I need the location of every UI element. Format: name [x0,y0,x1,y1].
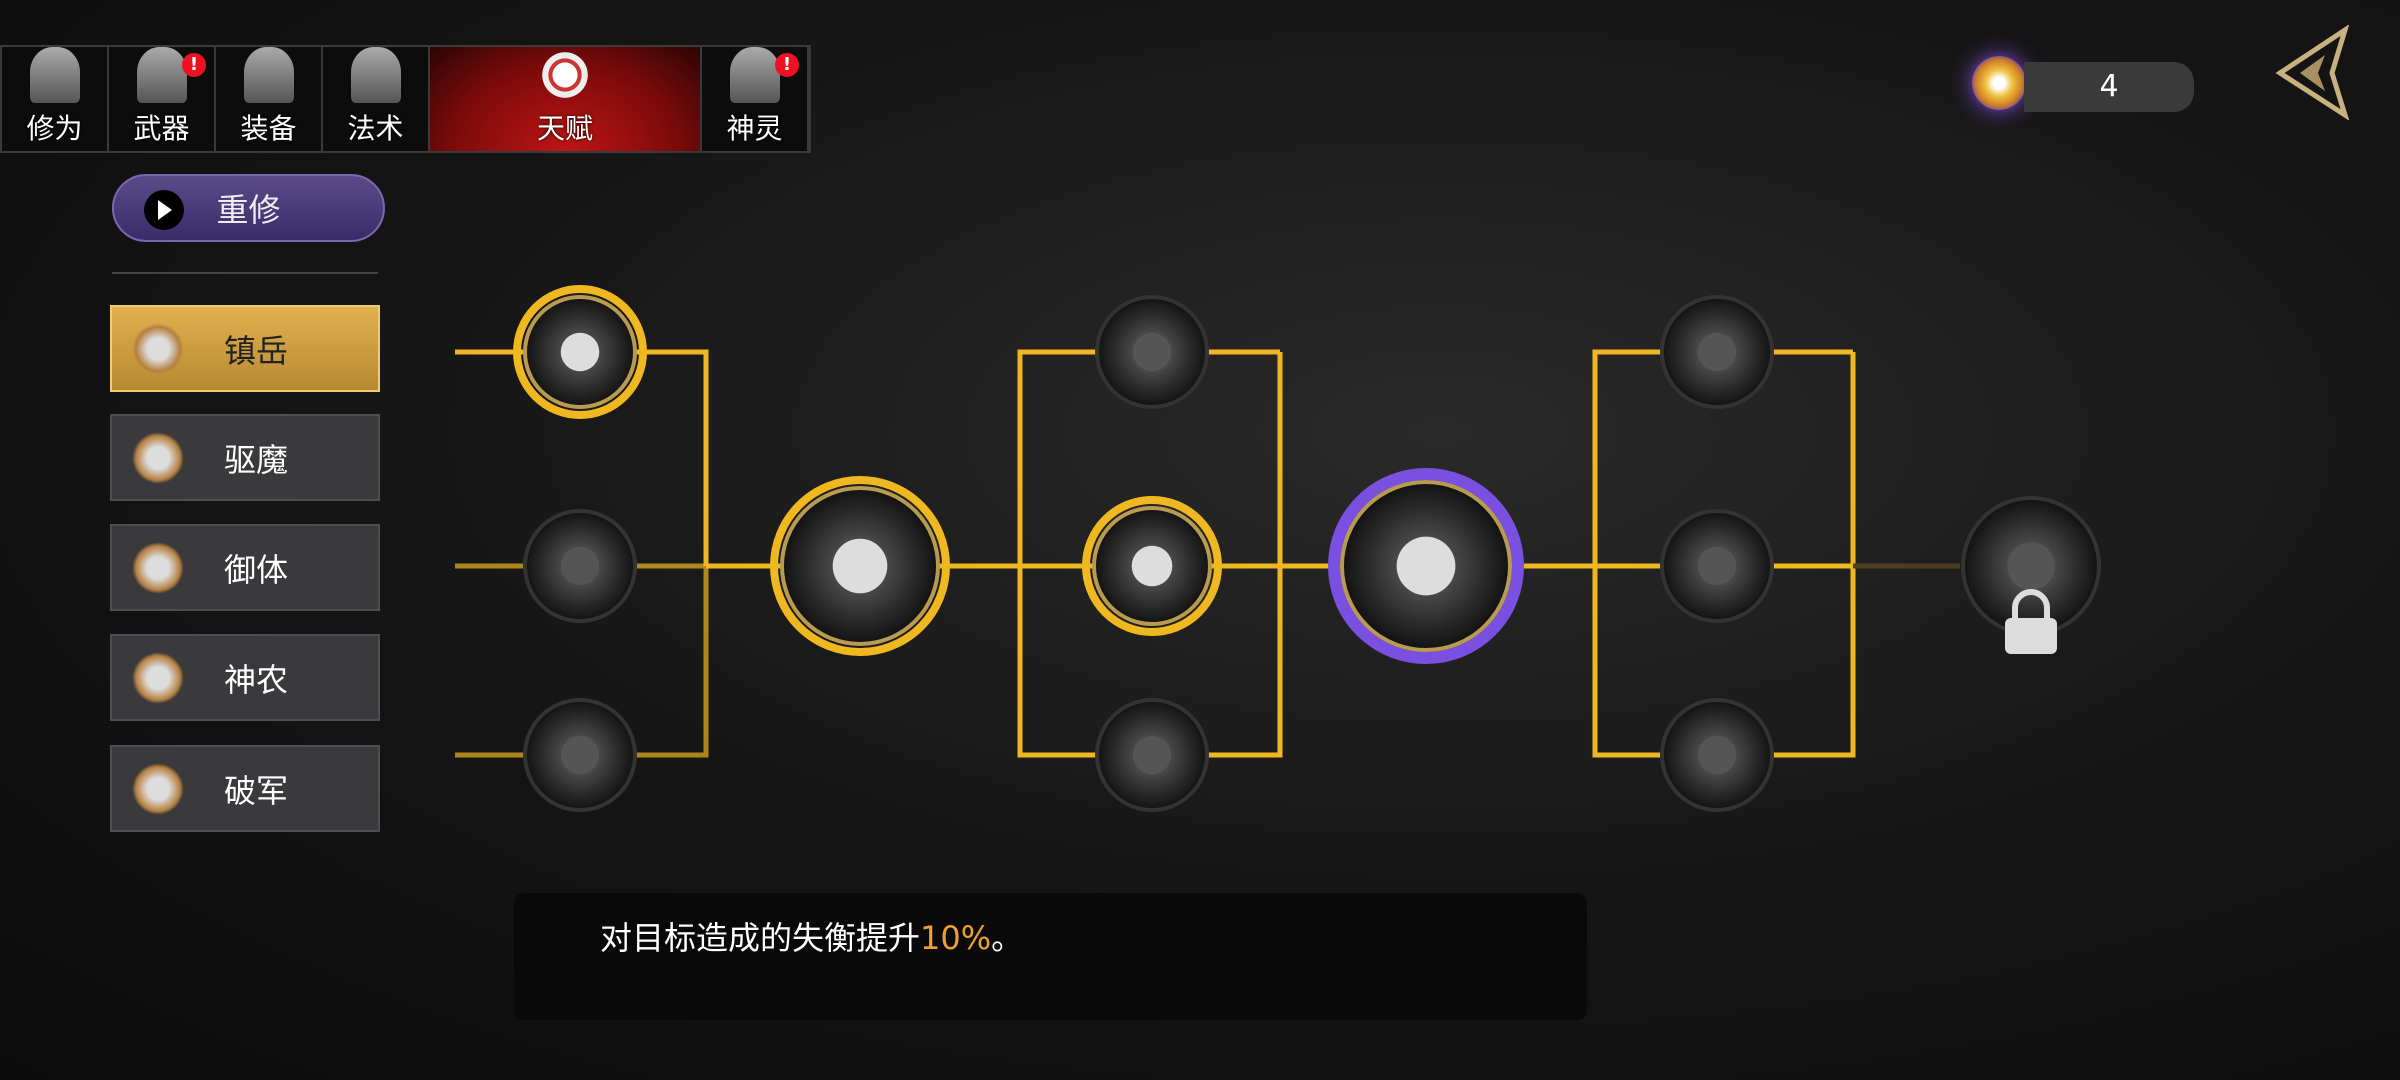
tab-label: 天赋 [536,112,593,145]
school-label: 镇岳 [224,331,289,370]
tab-0[interactable]: 修为 [2,47,109,151]
talent-description: 对目标造成的失衡提升10%。 [514,893,1587,1020]
back-arrow-icon[interactable] [2270,25,2360,120]
cultivation-figure-icon [29,47,80,103]
school-emblem-icon [132,541,184,594]
school-label: 神农 [224,660,289,699]
tab-1[interactable]: 武器! [109,47,216,151]
tab-label: 武器 [133,112,190,145]
robe-icon [243,47,294,103]
talent-node[interactable] [1095,698,1209,812]
tab-2[interactable]: 装备 [216,47,323,151]
talent-skill-icon [1396,536,1456,596]
talent-node[interactable] [523,509,637,623]
talent-skill-icon [1132,735,1172,775]
talent-node[interactable] [1082,496,1222,636]
talent-school-1[interactable]: 驱魔 [110,414,380,501]
talent-skill-icon [560,735,600,775]
talent-skill-icon [560,546,600,586]
tab-label: 法术 [347,112,404,145]
sword-icon [136,47,187,103]
school-label: 御体 [224,550,289,589]
talent-skill-icon [1132,332,1172,372]
tab-label: 修为 [26,112,83,145]
talent-school-3[interactable]: 神农 [110,634,380,721]
talent-node[interactable] [770,476,950,656]
shrine-tablet-icon [729,47,780,103]
description-suffix: 。 [991,919,1024,957]
school-emblem-icon [132,322,184,375]
talent-node[interactable] [1095,295,1209,409]
talent-points-count: 4 [2024,62,2194,112]
school-label: 破军 [224,771,289,810]
description-text: 对目标造成的失衡提升 [600,919,921,957]
talent-node[interactable] [523,698,637,812]
reset-label: 重修 [216,191,281,229]
talent-orb-icon [1972,56,2026,110]
talent-school-2[interactable]: 御体 [110,524,380,611]
tab-4[interactable]: 天赋 [430,47,702,151]
school-emblem-icon [132,762,184,815]
tab-5[interactable]: 神灵! [702,47,809,151]
talent-node[interactable] [1961,496,2101,636]
talent-skill-icon [1697,546,1737,586]
school-label: 驱魔 [224,440,289,479]
reset-talents-button[interactable]: 重修 [112,174,385,242]
yin-yang-bagua-icon [535,47,595,103]
talent-node[interactable] [1660,698,1774,812]
lock-icon [2005,589,2057,654]
top-tab-bar: 修为武器!装备法术天赋神灵! [0,45,811,153]
talent-skill-icon [832,538,888,594]
talent-school-0[interactable]: 镇岳 [110,305,380,392]
talent-skill-icon [1697,332,1737,372]
tab-3[interactable]: 法术 [323,47,430,151]
alert-badge-icon: ! [182,53,206,77]
tab-label: 神灵 [726,112,783,145]
talent-node[interactable] [513,285,647,419]
school-emblem-icon [132,431,184,484]
play-icon [144,190,184,230]
talent-node[interactable] [1660,509,1774,623]
talent-school-4[interactable]: 破军 [110,745,380,832]
talent-skill-icon [1131,545,1173,587]
alert-badge-icon: ! [775,53,799,77]
talent-skill-icon [560,332,600,372]
school-emblem-icon [132,651,184,704]
talent-skill-icon [1697,735,1737,775]
talent-node[interactable] [1328,468,1524,664]
divider [112,272,378,274]
talent-skill-icon [2007,542,2055,590]
description-highlight: 10% [920,919,992,957]
scroll-icon [350,47,401,103]
talent-node[interactable] [1660,295,1774,409]
tab-label: 装备 [240,112,297,145]
